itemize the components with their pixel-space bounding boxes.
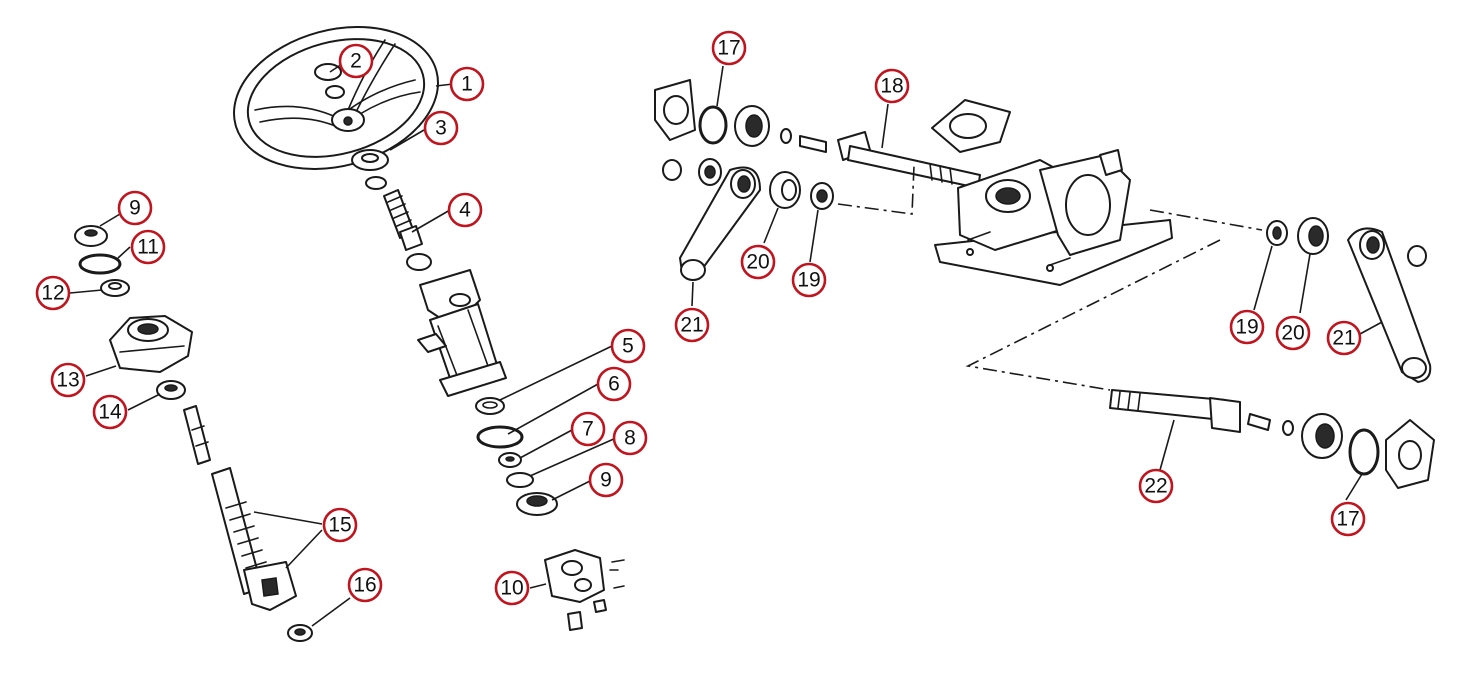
svg-text:21: 21 (1332, 327, 1355, 350)
svg-text:4: 4 (459, 199, 471, 222)
callout-18: 18 (874, 68, 910, 104)
callout-7: 7 (570, 411, 606, 447)
splined-shaft-top (383, 189, 423, 251)
seal-ring (475, 397, 505, 415)
svg-text:12: 12 (41, 282, 64, 305)
callout-19-left: 19 (791, 262, 827, 298)
bush (498, 452, 522, 468)
callout-21-left: 21 (674, 307, 710, 343)
svg-text:17: 17 (1336, 508, 1359, 531)
svg-text:15: 15 (328, 514, 351, 537)
svg-text:11: 11 (137, 236, 159, 259)
callout-15: 15 (322, 507, 358, 543)
svg-text:17: 17 (717, 37, 740, 60)
svg-text:18: 18 (880, 75, 903, 98)
callout-5: 5 (610, 328, 646, 364)
bush-19-left (810, 182, 834, 210)
svg-text:21: 21 (680, 314, 703, 337)
washer (506, 472, 534, 488)
callout-17-top: 17 (711, 30, 747, 66)
callout-12: 12 (35, 275, 71, 311)
drop-arm-left (679, 166, 761, 281)
svg-text:2: 2 (350, 50, 362, 73)
svg-text:20: 20 (746, 251, 769, 274)
assembly-line-2 (1149, 209, 1263, 231)
wheel-nut (325, 85, 345, 99)
svg-text:1: 1 (461, 73, 473, 96)
assembly-line-3 (965, 239, 1221, 391)
svg-text:5: 5 (622, 335, 634, 358)
cap-nut-left (74, 225, 108, 247)
callout-13: 13 (50, 362, 86, 398)
sector-shaft-22 (1109, 389, 1294, 436)
callout-10: 10 (494, 570, 530, 606)
svg-text:19: 19 (797, 269, 820, 292)
outer-bearing-bottom (1301, 413, 1343, 459)
end-cap (516, 492, 558, 516)
callout-9-left: 9 (117, 190, 153, 226)
column-housing (406, 253, 507, 397)
svg-text:20: 20 (1281, 322, 1304, 345)
switch-assembly (544, 549, 625, 631)
callout-9-right: 9 (588, 462, 624, 498)
svg-text:19: 19 (1235, 316, 1258, 339)
bush-19-right (1266, 220, 1288, 246)
adjuster-nut (287, 624, 313, 642)
callout-16: 16 (347, 567, 383, 603)
callout-8: 8 (612, 420, 648, 456)
o-ring (476, 425, 524, 449)
locknut-left (100, 279, 130, 297)
svg-text:9: 9 (600, 469, 612, 492)
svg-text:13: 13 (56, 369, 79, 392)
callout-2: 2 (338, 43, 374, 79)
svg-text:16: 16 (353, 574, 376, 597)
callout-20-left: 20 (740, 244, 776, 280)
steering-box (934, 149, 1173, 286)
cover-plate-top (654, 79, 696, 141)
callout-11: 11 (130, 229, 166, 265)
small-parts-top (662, 128, 827, 186)
callout-6: 6 (596, 366, 632, 402)
svg-text:8: 8 (624, 427, 636, 450)
bearing-20-right (1297, 217, 1329, 255)
callout-17-bottom: 17 (1330, 501, 1366, 537)
callout-3: 3 (423, 110, 459, 146)
callout-4: 4 (447, 192, 483, 228)
callout-19-right: 19 (1229, 309, 1265, 345)
svg-text:22: 22 (1144, 475, 1167, 498)
shim-ring-top (698, 105, 728, 145)
shim-ring-bottom (1348, 428, 1380, 476)
gasket (931, 99, 1011, 153)
svg-text:6: 6 (608, 373, 620, 396)
outer-bearing-top (734, 105, 770, 147)
callout-21-right: 21 (1326, 320, 1362, 356)
svg-text:3: 3 (435, 117, 447, 140)
horn-button (314, 63, 342, 81)
leader-lines (69, 63, 1383, 627)
assembly-line-1 (837, 165, 915, 215)
svg-text:10: 10 (500, 577, 523, 600)
svg-text:14: 14 (98, 401, 122, 424)
svg-text:9: 9 (129, 197, 141, 220)
cover-plate-bottom (1385, 419, 1435, 489)
drop-arm-right (1347, 227, 1432, 383)
worm-shaft (183, 405, 297, 611)
callout-20-right: 20 (1275, 315, 1311, 351)
bearing-left (156, 380, 186, 400)
callout-1: 1 (449, 66, 485, 102)
o-ring-left (78, 253, 122, 275)
callout-22: 22 (1138, 468, 1174, 504)
hub-washer (351, 149, 389, 190)
callout-14: 14 (92, 394, 128, 430)
top-cover (109, 315, 193, 373)
bearing-20-left (769, 171, 801, 209)
svg-text:7: 7 (582, 418, 594, 441)
